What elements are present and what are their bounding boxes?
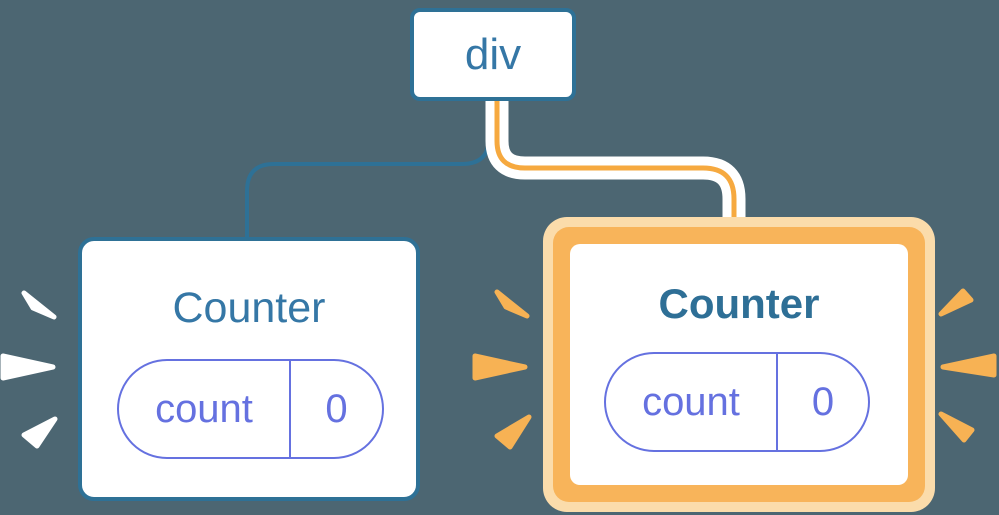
sparkle-ray-icon — [0, 353, 56, 381]
counter-node-right: Counter count 0 — [570, 244, 908, 485]
highlight-ring: Counter count 0 — [553, 227, 925, 502]
burst-rays-right-icon — [938, 288, 997, 443]
sparkle-ray-icon — [494, 289, 530, 319]
state-value-cell: 0 — [325, 386, 348, 431]
connector-right-edge — [494, 99, 737, 228]
sparkle-ray-icon — [940, 353, 997, 378]
root-node-label: div — [464, 29, 522, 79]
sparkle-ray-icon — [938, 288, 974, 317]
connector-left-edge — [245, 99, 491, 241]
sparkle-ray-icon — [21, 416, 58, 449]
pill-divider — [776, 354, 778, 450]
state-key-cell: count — [642, 379, 740, 424]
pill-divider — [289, 361, 291, 457]
burst-rays-left-icon — [0, 290, 58, 449]
counter-node-right-highlight-halo: Counter count 0 — [543, 217, 935, 512]
node-title: Counter — [172, 284, 326, 332]
burst-rays-middle-icon — [472, 289, 532, 450]
state-value-cell: 0 — [811, 379, 835, 424]
sparkle-ray-icon — [494, 414, 532, 450]
sparkle-ray-icon — [21, 290, 57, 320]
connector-right-casing — [485, 99, 746, 228]
sparkle-ray-icon — [472, 353, 528, 381]
node-title: Counter — [658, 280, 820, 327]
state-key-cell: count — [155, 386, 253, 431]
state-pill: count 0 — [117, 359, 384, 459]
root-node-div: div — [410, 8, 576, 101]
state-pill: count 0 — [604, 352, 870, 452]
counter-node-left: Counter count 0 — [78, 237, 420, 501]
sparkle-ray-icon — [938, 411, 975, 443]
